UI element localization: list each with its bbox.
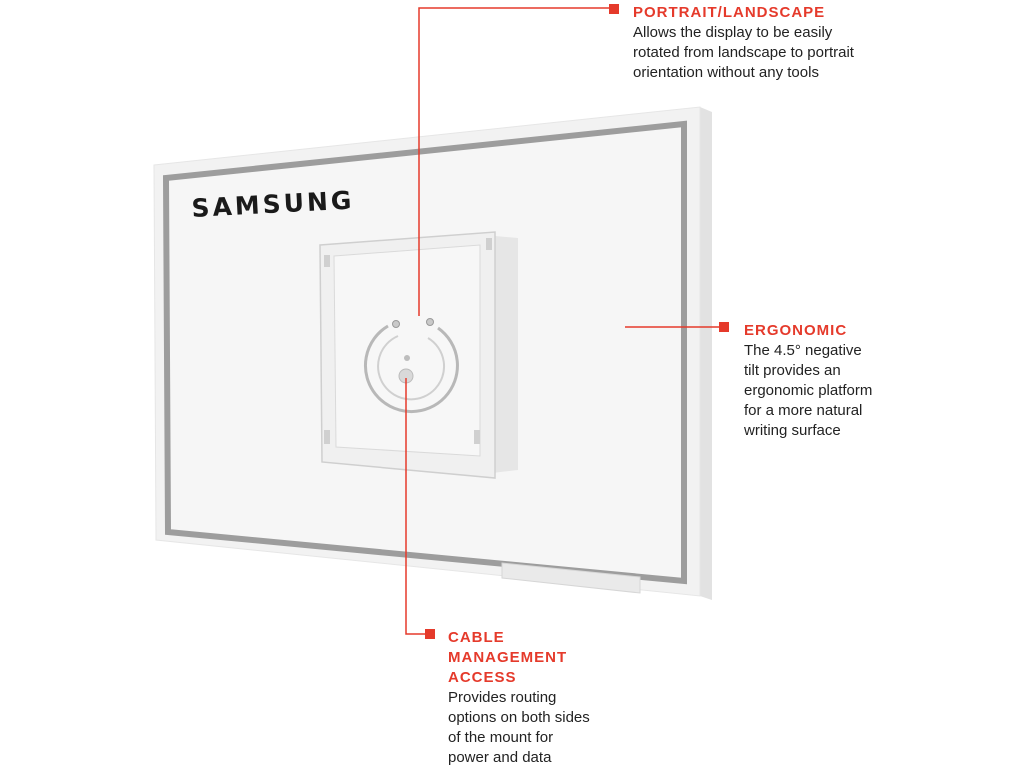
callout-ergonomic: ERGONOMIC The 4.5° negative tilt provide… xyxy=(744,321,944,441)
callout-cable-management: CABLE MANAGEMENT ACCESS Provides routing… xyxy=(448,628,648,768)
callout-title: PORTRAIT/LANDSCAPE xyxy=(633,4,826,21)
callout-title-line: MANAGEMENT xyxy=(448,649,568,666)
callout-line: rotated from landscape to portrait xyxy=(633,44,854,61)
callout-title-line: CABLE xyxy=(448,629,505,646)
callout-line: power and data xyxy=(448,749,552,766)
callout-line: Provides routing xyxy=(448,689,557,706)
leader-marker-portrait xyxy=(609,4,619,14)
rotation-arc-inner xyxy=(377,335,446,401)
stand-bracket xyxy=(501,562,641,594)
callout-title-line: ACCESS xyxy=(448,669,517,686)
mount-plate-inner xyxy=(333,244,481,457)
callout-title: ERGONOMIC xyxy=(744,322,848,339)
callout-line: writing surface xyxy=(744,422,841,439)
leader-line-cable xyxy=(405,378,428,635)
leader-marker-cable xyxy=(425,629,435,639)
callout-line: The 4.5° negative xyxy=(744,342,862,359)
callout-line: for a more natural xyxy=(744,402,863,419)
pivot-center xyxy=(404,355,410,361)
callout-line: tilt provides an xyxy=(744,362,841,379)
leader-line-portrait xyxy=(418,7,612,316)
rotation-arc xyxy=(364,324,459,414)
mount-slot-bottom-left xyxy=(324,430,330,444)
mount-slot-bottom-right xyxy=(474,430,480,444)
pivot-screw-right xyxy=(426,318,434,326)
callout-line: options on both sides xyxy=(448,709,590,726)
callout-line: orientation without any tools xyxy=(633,64,819,81)
leader-marker-ergonomic xyxy=(719,322,729,332)
callout-body: The 4.5° negative tilt provides an ergon… xyxy=(744,341,944,441)
display-frame-side xyxy=(700,107,712,600)
mount-slot-top-left xyxy=(324,255,330,267)
callout-line: ergonomic platform xyxy=(744,382,873,399)
callout-line: Allows the display to be easily xyxy=(633,24,833,41)
callout-body: Allows the display to be easily rotated … xyxy=(633,23,933,83)
callout-body: Provides routing options on both sides o… xyxy=(448,688,648,768)
callout-line: of the mount for xyxy=(448,729,554,746)
pivot-screw-left xyxy=(392,320,400,328)
mount-slot-top-right xyxy=(486,238,492,250)
callout-portrait-landscape: PORTRAIT/LANDSCAPE Allows the display to… xyxy=(633,3,933,83)
